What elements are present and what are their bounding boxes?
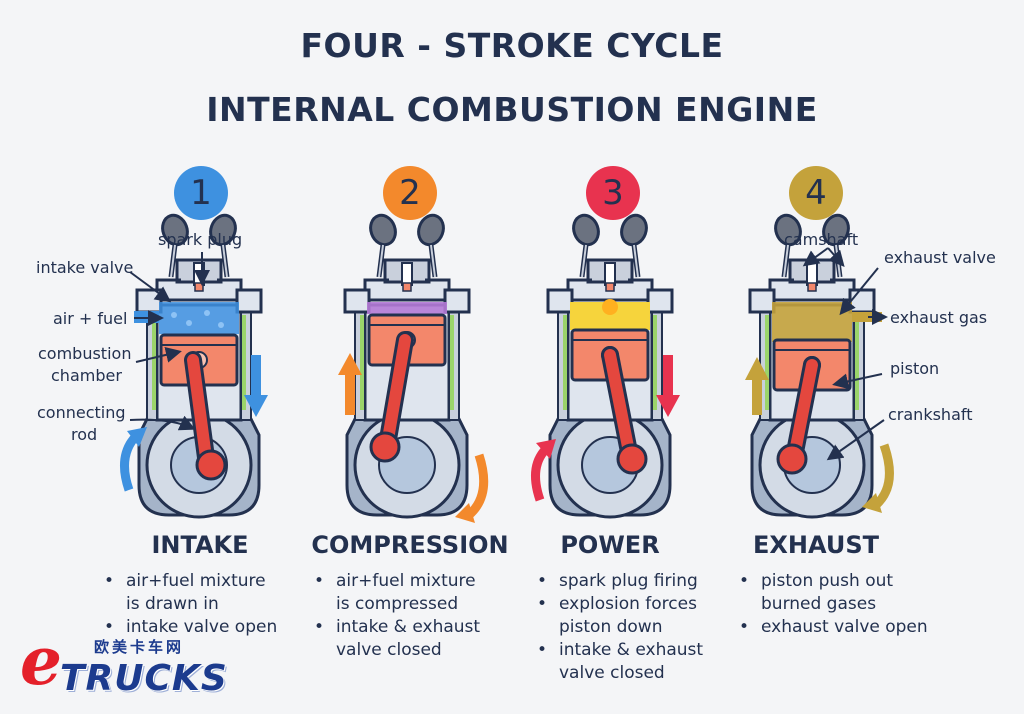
label-intake-valve: intake valve: [36, 258, 134, 277]
stage-title-intake: INTAKE: [151, 531, 249, 559]
label-exhaust-valve: exhaust valve: [884, 248, 996, 267]
label-combustion-chamber-1: combustion: [38, 344, 132, 363]
bullet-item: piston push out burned gases: [739, 570, 928, 616]
bullets-compression: air+fuel mixture is compressed intake & …: [314, 570, 480, 662]
bullet-item: spark plug firing: [537, 570, 703, 593]
stage-title-power: POWER: [560, 531, 660, 559]
title-line-1: FOUR - STROKE CYCLE: [300, 26, 724, 65]
label-air-fuel: air + fuel: [53, 309, 128, 328]
bullet-item: air+fuel mixture is drawn in: [104, 570, 277, 616]
step-badge-4: 4: [789, 166, 843, 220]
bullets-exhaust: piston push out burned gases exhaust val…: [739, 570, 928, 639]
label-exhaust-gas: exhaust gas: [890, 308, 988, 327]
title-line-2: INTERNAL COMBUSTION ENGINE: [206, 90, 818, 129]
bullet-item: exhaust valve open: [739, 616, 928, 639]
logo-brand-text: TRUCKS: [60, 658, 228, 699]
step-badge-1: 1: [174, 166, 228, 220]
bullet-item: air+fuel mixture is compressed: [314, 570, 480, 616]
label-crankshaft: crankshaft: [888, 405, 973, 424]
label-spark-plug: spark plug: [158, 230, 243, 249]
engine-power: [531, 212, 680, 519]
bullets-intake: air+fuel mixture is drawn in intake valv…: [104, 570, 277, 639]
step-badge-2: 2: [383, 166, 437, 220]
label-combustion-chamber-2: chamber: [51, 366, 122, 385]
bullet-item: intake & exhaust valve closed: [537, 639, 703, 685]
bullet-item: explosion forces piston down: [537, 593, 703, 639]
engine-intake: [120, 212, 268, 519]
etrucks-logo: e 欧美卡车网 TRUCKS: [20, 622, 227, 704]
label-connecting-rod-1: connecting: [37, 403, 126, 422]
label-piston: piston: [890, 359, 940, 378]
label-camshaft: camshaft: [784, 230, 859, 249]
stage-title-exhaust: EXHAUST: [753, 531, 879, 559]
bullet-item: intake & exhaust valve closed: [314, 616, 480, 662]
step-badge-3: 3: [586, 166, 640, 220]
label-connecting-rod-2: rod: [71, 425, 98, 444]
stage-title-compression: COMPRESSION: [311, 531, 509, 559]
engine-compression: [338, 212, 489, 523]
logo-letter-e: e: [20, 622, 62, 700]
bullets-power: spark plug firing explosion forces pisto…: [537, 570, 703, 685]
bullet-item: intake valve open: [104, 616, 277, 639]
engine-exhaust: [745, 212, 894, 519]
logo-chinese-text: 欧美卡车网: [94, 638, 185, 656]
